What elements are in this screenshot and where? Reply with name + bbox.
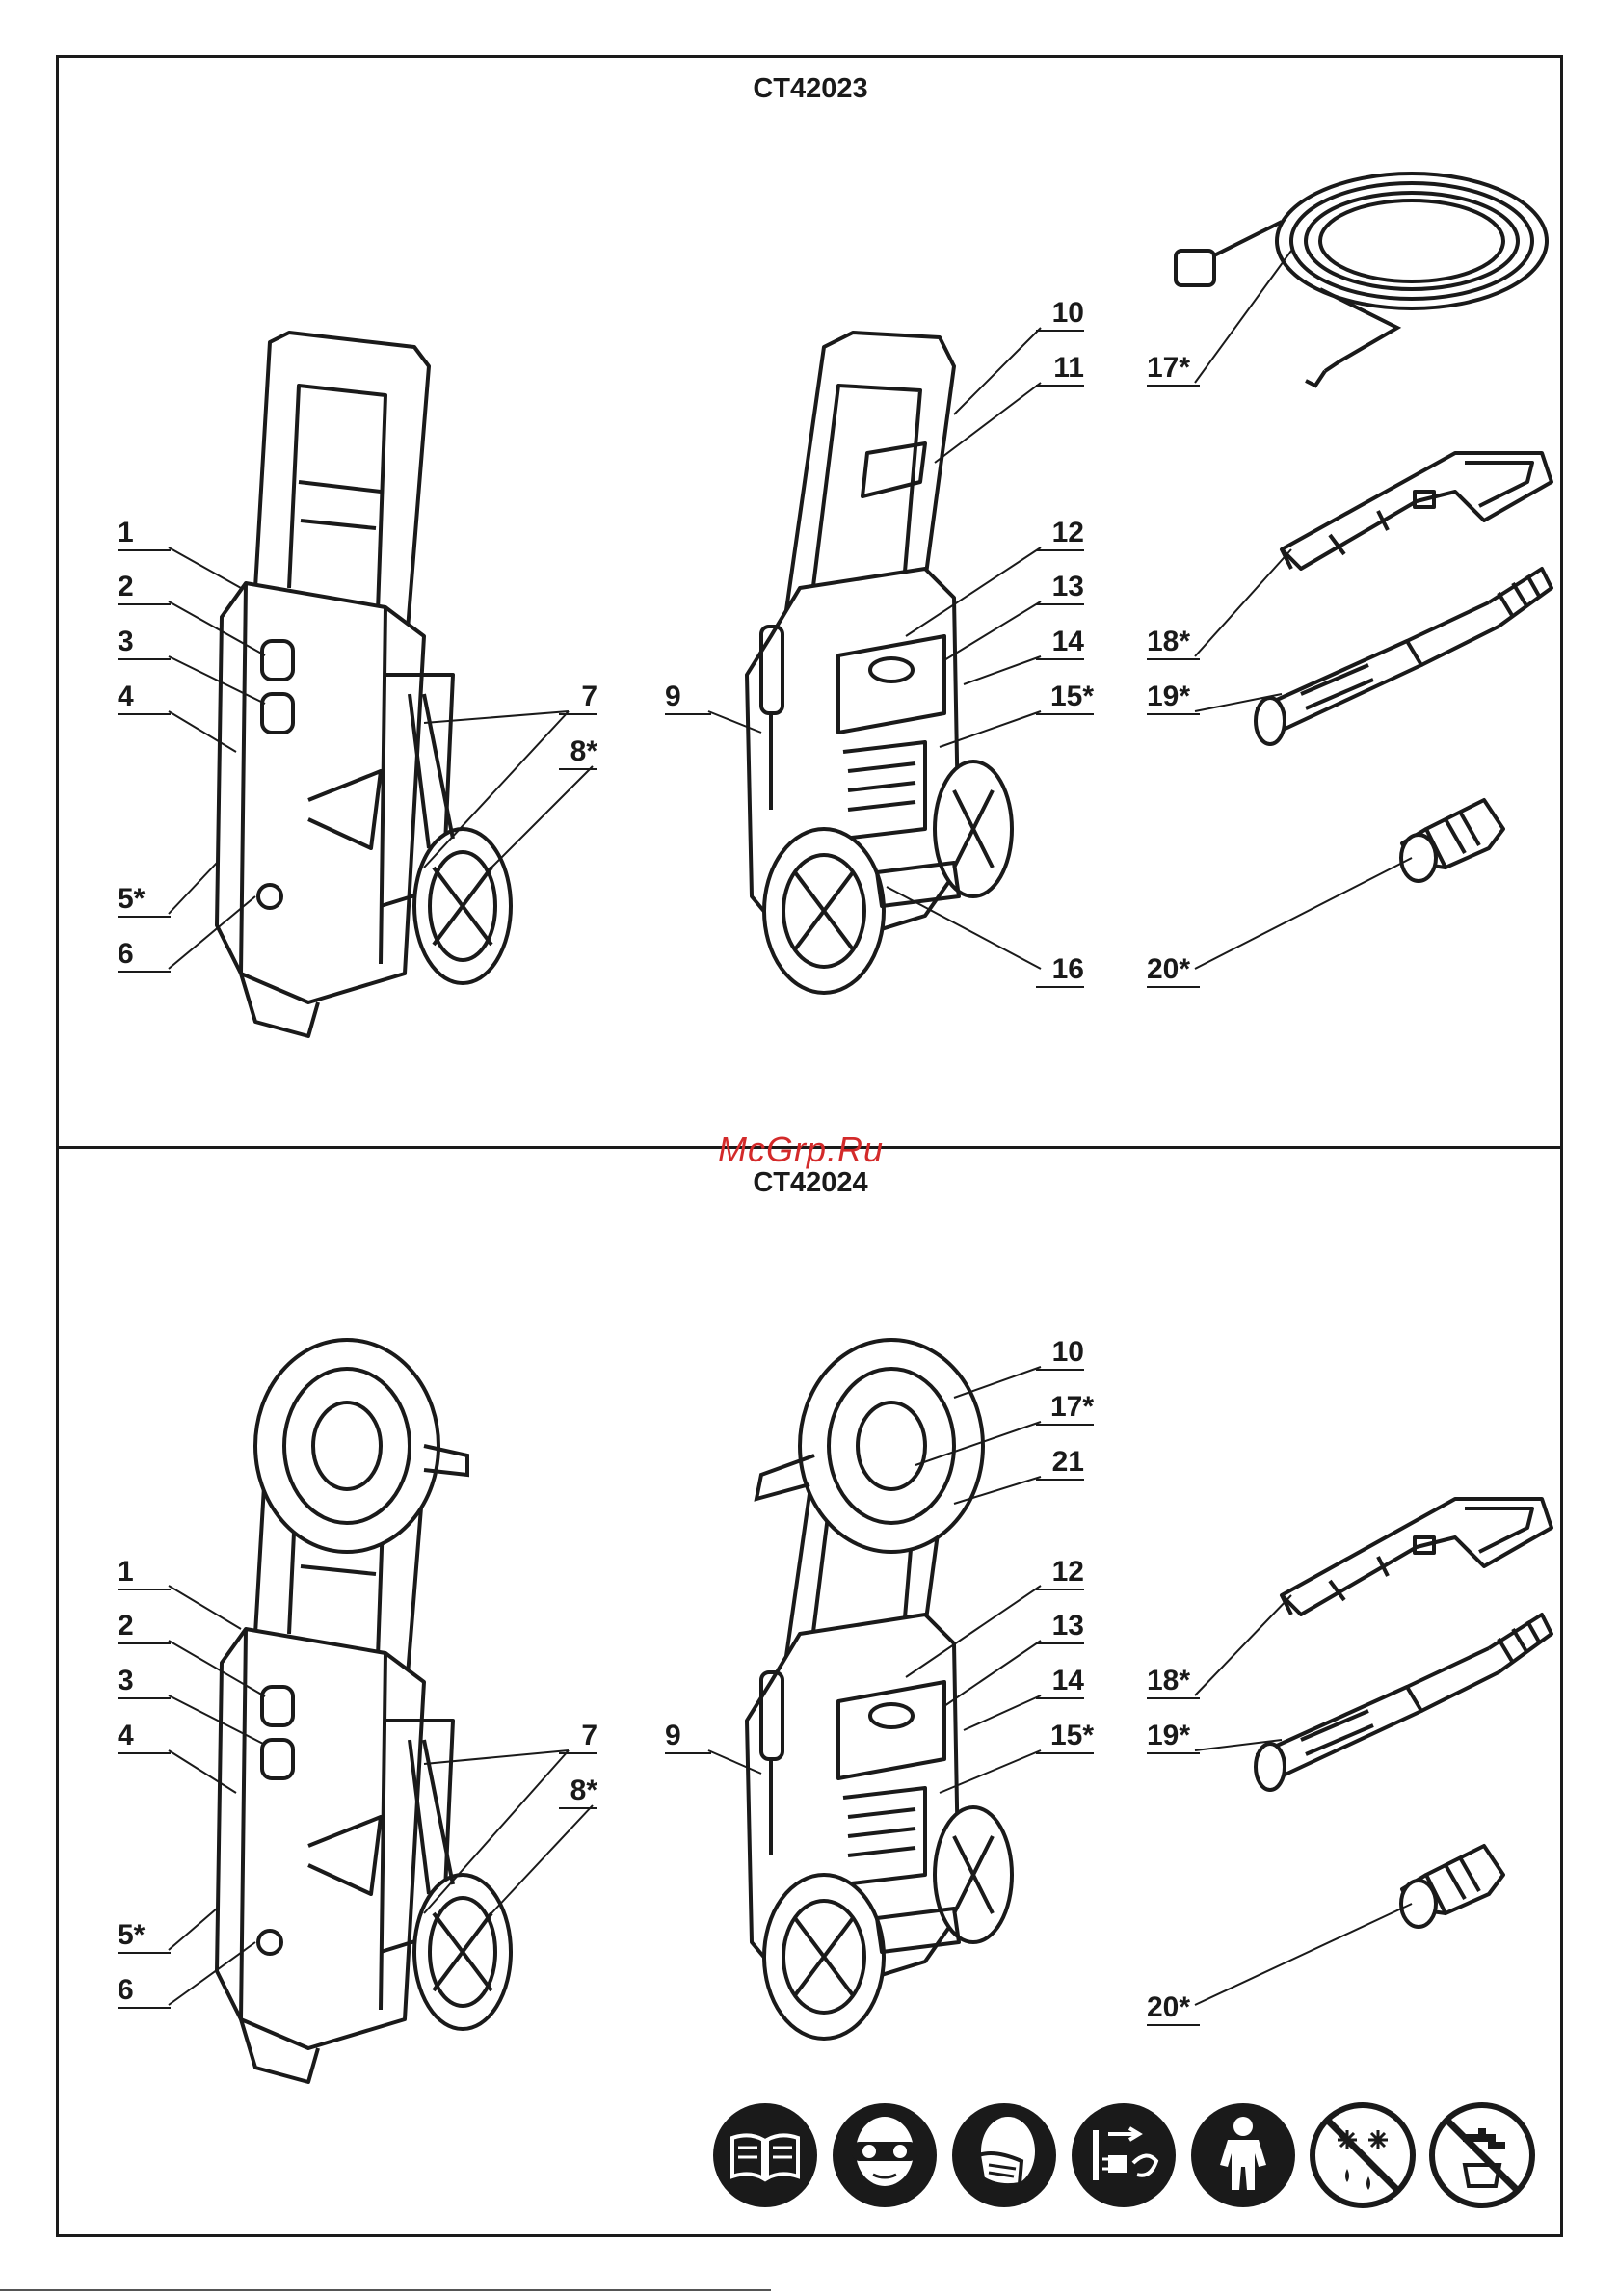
part-label: 5* — [118, 1919, 171, 1952]
part-label: 16 — [1036, 953, 1084, 986]
part-label: 8* — [559, 1775, 597, 1807]
part-label: 17* — [1147, 352, 1200, 385]
part-label: 4 — [118, 681, 171, 713]
part-label: 3 — [118, 626, 171, 658]
protective-clothing-icon — [1189, 2101, 1297, 2209]
part-label: 7 — [559, 1720, 597, 1752]
safety-icons-row — [711, 2101, 1559, 2209]
part-label: 13 — [1036, 1610, 1084, 1642]
part-label: 7 — [559, 681, 597, 713]
part-label: 12 — [1036, 517, 1084, 549]
no-drinking-water-tap-icon — [1428, 2101, 1536, 2209]
part-label: 14 — [1036, 1665, 1084, 1697]
part-label: 18* — [1147, 1665, 1200, 1697]
part-label: 2 — [118, 1610, 171, 1642]
part-label: 20* — [1147, 1991, 1200, 2024]
part-label: 21 — [1036, 1446, 1084, 1479]
part-label: 19* — [1147, 1720, 1200, 1752]
part-label: 9 — [665, 1720, 711, 1752]
part-label: 17* — [1036, 1391, 1094, 1424]
part-label: 15* — [1036, 1720, 1094, 1752]
safety-goggles-icon — [831, 2101, 939, 2209]
part-label: 10 — [1036, 297, 1084, 330]
part-label: 14 — [1036, 626, 1084, 658]
unplug-before-service-icon — [1070, 2101, 1178, 2209]
part-label: 8* — [559, 735, 597, 768]
part-label: 2 — [118, 571, 171, 603]
part-label: 1 — [118, 517, 171, 549]
part-label: 5* — [118, 883, 171, 916]
part-label: 10 — [1036, 1336, 1084, 1369]
part-label: 4 — [118, 1720, 171, 1752]
part-label: 6 — [118, 1974, 171, 2007]
part-label: 18* — [1147, 626, 1200, 658]
part-label: 20* — [1147, 953, 1200, 986]
part-label: 3 — [118, 1665, 171, 1697]
part-label: 6 — [118, 938, 171, 971]
respirator-mask-icon — [950, 2101, 1058, 2209]
part-label: 1 — [118, 1556, 171, 1589]
part-label: 19* — [1147, 681, 1200, 713]
part-label: 12 — [1036, 1556, 1084, 1589]
part-label: 11 — [1036, 352, 1084, 385]
manual-book-icon — [711, 2101, 819, 2209]
part-label: 15* — [1036, 681, 1094, 713]
page-edge-line — [0, 2289, 771, 2291]
part-label: 9 — [665, 681, 711, 713]
part-label: 13 — [1036, 571, 1084, 603]
no-frost-icon — [1309, 2101, 1417, 2209]
